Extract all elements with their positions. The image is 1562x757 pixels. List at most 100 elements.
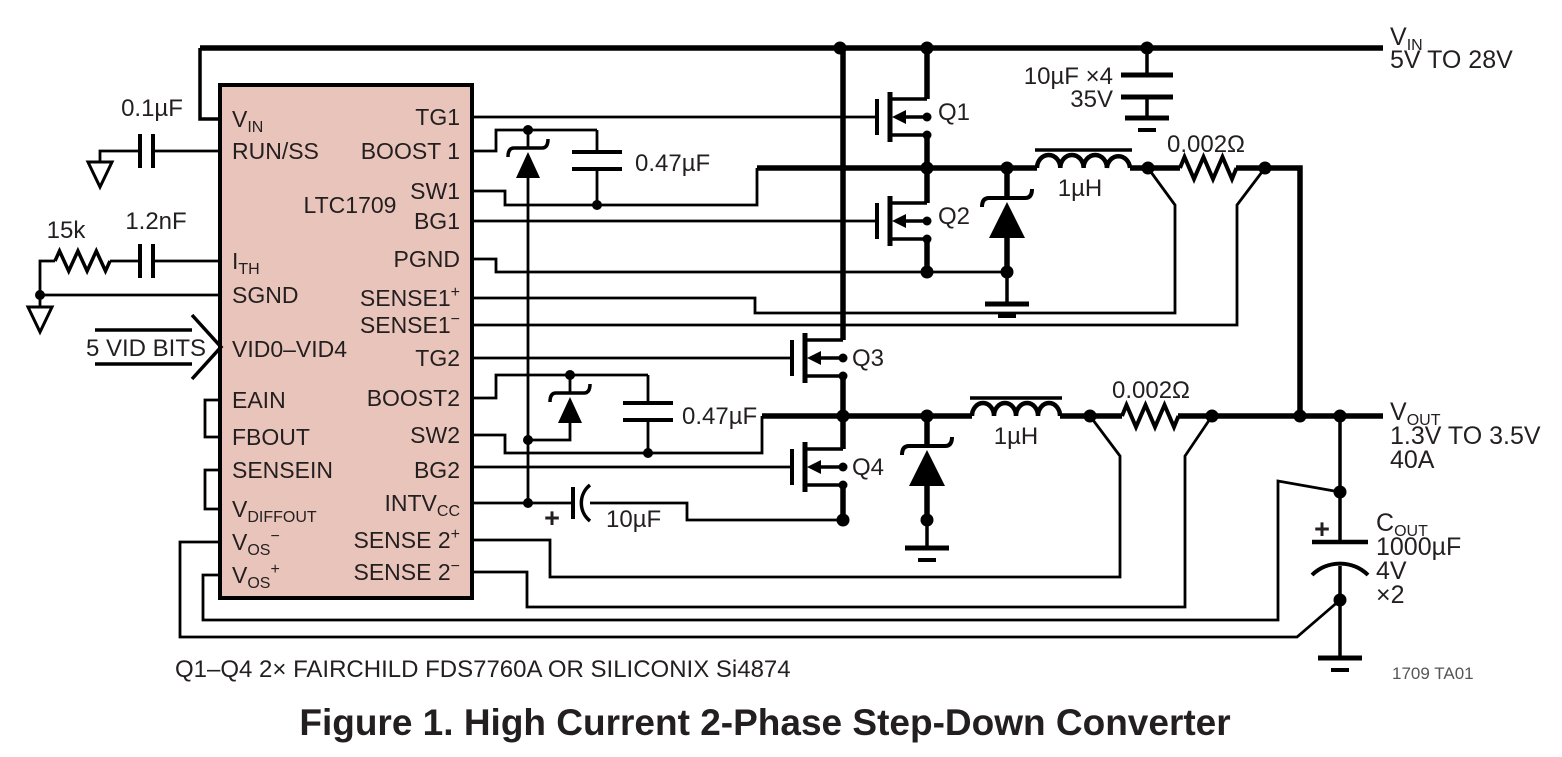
junction-dot: [643, 448, 653, 458]
cap-label: 0.47µF: [635, 150, 710, 177]
d2-triangle-icon: [909, 450, 945, 486]
wire: [528, 423, 572, 442]
vid-bus-label: 5 VID BITS: [86, 335, 206, 362]
cout-network: +: [1310, 416, 1370, 672]
ic-ltc1709: LTC1709 VIN RUN/SS ITH SGND VID0–VID4 EA…: [218, 83, 474, 600]
pin-tg1: TG1: [415, 104, 460, 130]
junction-dot: [922, 112, 932, 122]
pin-sensein: SENSEIN: [232, 457, 333, 483]
cout-qty: ×2: [1376, 581, 1405, 609]
pin-tg2: TG2: [415, 345, 460, 371]
schottky-cathode-icon: [900, 436, 954, 456]
pin-sense1-minus: SENSE1−: [360, 311, 460, 338]
vout-current: 40A: [1390, 446, 1435, 474]
mosfet-q1: Q1: [875, 48, 970, 168]
pin-vdiffout: VDIFFOUT: [232, 496, 317, 526]
schottky-cathode-icon: [980, 188, 1034, 208]
cout-label: COUT: [1376, 509, 1428, 540]
pin-eain: EAIN: [232, 387, 286, 413]
pin-sw2: SW2: [410, 422, 460, 448]
sensein-vdiffout-jumper: [203, 468, 220, 511]
polarity-plus: +: [1314, 514, 1330, 544]
mosfet-q3: Q3: [790, 48, 884, 416]
schottky-cathode-icon: [506, 138, 550, 158]
sw1-node: [472, 165, 1037, 207]
vout-label: VOUT: [1390, 398, 1441, 429]
vid-bus-arrow: 5 VID BITS: [86, 313, 224, 381]
junction-dot: [523, 435, 533, 445]
bus-chevron-icon: [190, 313, 224, 381]
junction-dot: [838, 353, 848, 363]
junction-dot: [838, 371, 848, 381]
junction-dot: [1083, 409, 1097, 423]
junction-dot: [1333, 593, 1347, 607]
input-cap-value: 10µF ×4: [1024, 63, 1113, 90]
sw1-wire: [472, 168, 759, 207]
cap-label: 1.2nF: [125, 208, 186, 235]
remote-sense-wires: [178, 479, 1341, 639]
pgnd-wire: [472, 257, 1007, 274]
r2-label: 0.002Ω: [1112, 377, 1190, 404]
boost1-wire: [472, 128, 597, 153]
pin-boost2: BOOST2: [367, 385, 460, 411]
pin-bg2: BG2: [414, 457, 460, 483]
q1-label: Q1: [938, 99, 970, 126]
junction-dot: [922, 130, 932, 140]
vin-label: VIN: [1390, 23, 1423, 54]
input-cap-voltage: 35V: [1070, 86, 1113, 113]
run-ss-network: 0.1µF: [85, 95, 220, 191]
mosfet-q4: Q4: [790, 416, 884, 520]
vin-pin-wire: [198, 48, 220, 121]
capacitor-0p47uf: [623, 401, 673, 422]
q2-label: Q2: [938, 203, 970, 230]
sense1-plus-wire: [472, 167, 1177, 315]
bus-lines: [95, 328, 192, 366]
junction-dot: [1333, 409, 1347, 423]
junction-dot: [1205, 409, 1219, 423]
sense-resistor-r1: [1178, 151, 1239, 185]
cout-voltage: 4V: [1376, 557, 1407, 585]
boost2-diode-icon: [558, 397, 582, 423]
junction-dot: [920, 265, 934, 279]
q4-arrow-icon: [807, 460, 821, 474]
d1-triangle-icon: [989, 202, 1025, 238]
mosfet-note: Q1–Q4 2× FAIRCHILD FDS7760A OR SILICONIX…: [175, 656, 791, 683]
cap-curved-plate: [579, 483, 592, 523]
pin-fbout: FBOUT: [232, 424, 310, 450]
vin-rail: [198, 45, 1383, 121]
wire: [38, 259, 55, 307]
ic-body: [218, 83, 474, 600]
junction-dot: [1141, 161, 1155, 175]
vin-range: 5V TO 28V: [1390, 46, 1513, 74]
q3-arrow-icon: [807, 351, 821, 365]
capacitor-plates: [1121, 72, 1173, 100]
l2-label: 1µH: [994, 423, 1039, 450]
inductor-l1: [1034, 152, 1133, 169]
junction-dot: [1293, 409, 1307, 423]
pin-pgnd: PGND: [394, 246, 460, 272]
ith-compensation: 15k 1.2nF: [25, 208, 220, 336]
q4-label: Q4: [852, 454, 884, 481]
junction-dot: [920, 41, 934, 55]
phase1-ground: [985, 272, 1029, 318]
capacitor-1p2nf: [138, 244, 155, 278]
intvcc-network: + 10µF: [472, 483, 843, 533]
resistor-15k: [53, 246, 112, 276]
vos-minus-wire: [178, 540, 1341, 639]
sw2-wire: [472, 416, 764, 455]
figure-title: Figure 1. High Current 2-Phase Step-Down…: [299, 702, 1230, 743]
pin-intvcc: INTVCC: [385, 490, 461, 520]
junction-dot: [838, 462, 848, 472]
cout-value: 1000µF: [1376, 533, 1461, 561]
pin-sw1: SW1: [410, 178, 460, 204]
feedback-jumpers: [203, 398, 220, 511]
q1-arrow-icon: [892, 110, 906, 124]
figure-ref: 1709 TA01: [1392, 664, 1474, 683]
sense2-minus-wire: [472, 415, 1214, 609]
junction-dot: [35, 290, 45, 300]
ground-arrow-icon: [85, 160, 115, 191]
capacitor-0p47uf: [572, 150, 622, 171]
sense2-plus-wire: [472, 415, 1122, 579]
boost2-network: 0.47µF: [472, 373, 757, 453]
input-cap-bank: 10µF ×4 35V: [1024, 48, 1173, 132]
